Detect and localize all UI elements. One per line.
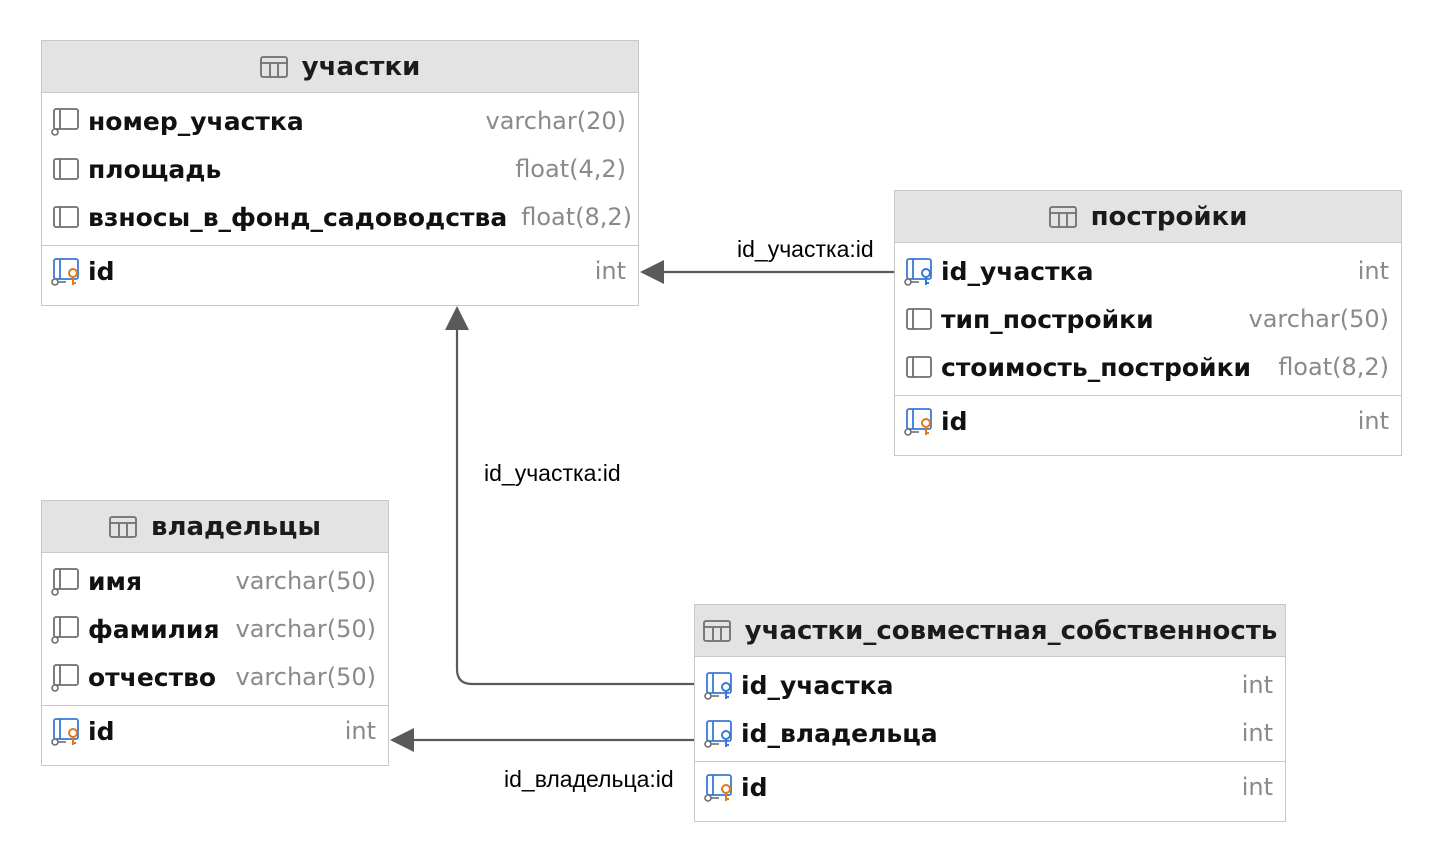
column-row[interactable]: тип_постройки varchar(50) (895, 295, 1401, 343)
column-name: площадь (88, 154, 222, 184)
column-name: номер_участка (88, 106, 304, 136)
column-icon (51, 664, 79, 692)
column-row[interactable]: стоимость_постройки float(8,2) (895, 343, 1401, 391)
column-name: id_участка (941, 256, 1094, 286)
columns-section: id_участка int тип_постройки varchar(50)… (895, 243, 1401, 395)
table-name: постройки (1090, 201, 1248, 232)
keys-section: id int (42, 245, 638, 296)
table-name: владельцы (151, 511, 321, 542)
columns-section: имя varchar(50) фамилия varchar(50) от (42, 553, 388, 705)
column-icon (53, 158, 79, 180)
column-icon (53, 206, 79, 228)
column-name: стоимость_постройки (941, 352, 1252, 382)
column-row[interactable]: id_участка int (695, 661, 1285, 709)
column-type: int (1357, 257, 1389, 285)
key-type: int (1241, 773, 1273, 801)
table-header[interactable]: участки (42, 41, 638, 93)
columns-section: id_участка int id_владельца int (695, 657, 1285, 761)
key-row[interactable]: id int (695, 762, 1285, 812)
key-type: int (1357, 407, 1389, 435)
primary-key-icon (904, 408, 932, 436)
key-type: int (594, 257, 626, 285)
table-name: участки_совместная_собственность (744, 615, 1278, 646)
key-name: id (88, 716, 115, 746)
column-type: int (1241, 719, 1273, 747)
table-header[interactable]: постройки (895, 191, 1401, 243)
column-name: фамилия (88, 614, 220, 644)
keys-section: id int (42, 705, 388, 756)
primary-key-icon (51, 718, 79, 746)
table-plots[interactable]: участки номер_участка varchar(20) площад… (41, 40, 639, 306)
column-name: отчество (88, 662, 217, 692)
column-row[interactable]: id_участка int (895, 247, 1401, 295)
column-row[interactable]: имя varchar(50) (42, 557, 388, 605)
column-type: varchar(50) (235, 567, 377, 595)
column-icon (51, 616, 79, 644)
table-icon (109, 515, 137, 538)
column-type: varchar(20) (485, 107, 627, 135)
columns-section: номер_участка varchar(20) площадь float(… (42, 93, 638, 245)
table-buildings[interactable]: постройки id_участка int (894, 190, 1402, 456)
key-row[interactable]: id int (42, 246, 638, 296)
keys-section: id int (895, 395, 1401, 446)
edge-coownership-to-plots[interactable] (455, 318, 694, 686)
column-row[interactable]: площадь float(4,2) (42, 145, 638, 193)
foreign-key-icon (704, 672, 732, 700)
key-row[interactable]: id int (895, 396, 1401, 446)
keys-section: id int (695, 761, 1285, 812)
column-name: id_владельца (741, 718, 938, 748)
column-icon (906, 308, 932, 330)
table-icon (259, 55, 288, 78)
column-icon (51, 568, 79, 596)
column-row[interactable]: id_владельца int (695, 709, 1285, 757)
column-type: int (1241, 671, 1273, 699)
column-name: взносы_в_фонд_садоводства (88, 202, 508, 232)
column-icon (906, 356, 932, 378)
column-row[interactable]: фамилия varchar(50) (42, 605, 388, 653)
column-name: id_участка (741, 670, 894, 700)
key-name: id (741, 772, 768, 802)
primary-key-icon (51, 258, 79, 286)
key-row[interactable]: id int (42, 706, 388, 756)
edge-coownership-to-plots-arrowhead (445, 306, 469, 330)
edge-buildings-to-plots-arrowhead (640, 260, 664, 284)
column-type: varchar(50) (235, 615, 377, 643)
key-name: id (941, 406, 968, 436)
column-name: тип_постройки (941, 304, 1154, 334)
column-type: varchar(50) (1248, 305, 1390, 333)
table-owners[interactable]: владельцы имя varchar(50) фамилия v (41, 500, 389, 766)
column-type: float(4,2) (515, 155, 626, 183)
column-row[interactable]: отчество varchar(50) (42, 653, 388, 701)
column-type: float(8,2) (521, 203, 633, 231)
column-icon (51, 108, 79, 136)
edge-label-buildings-plots: id_участка:id (737, 236, 874, 262)
table-icon (1048, 205, 1077, 228)
table-header[interactable]: владельцы (42, 501, 388, 553)
primary-key-icon (704, 774, 732, 802)
table-header[interactable]: участки_совместная_собственность (695, 605, 1285, 657)
key-name: id (88, 256, 115, 286)
foreign-key-icon (904, 258, 932, 286)
column-type: float(8,2) (1278, 353, 1389, 381)
edge-label-coownership-owners: id_владельца:id (504, 766, 674, 792)
foreign-key-icon (704, 720, 732, 748)
column-row[interactable]: взносы_в_фонд_садоводства float(8,2) (42, 193, 638, 241)
table-name: участки (301, 51, 421, 82)
table-coownership[interactable]: участки_совместная_собственность id_учас… (694, 604, 1286, 822)
column-row[interactable]: номер_участка varchar(20) (42, 97, 638, 145)
edge-label-coownership-plots: id_участка:id (484, 460, 621, 486)
edge-coownership-to-owners-arrowhead (390, 728, 414, 752)
column-name: имя (88, 566, 143, 596)
column-type: varchar(50) (235, 663, 377, 691)
table-icon (702, 619, 731, 642)
key-type: int (344, 717, 376, 745)
